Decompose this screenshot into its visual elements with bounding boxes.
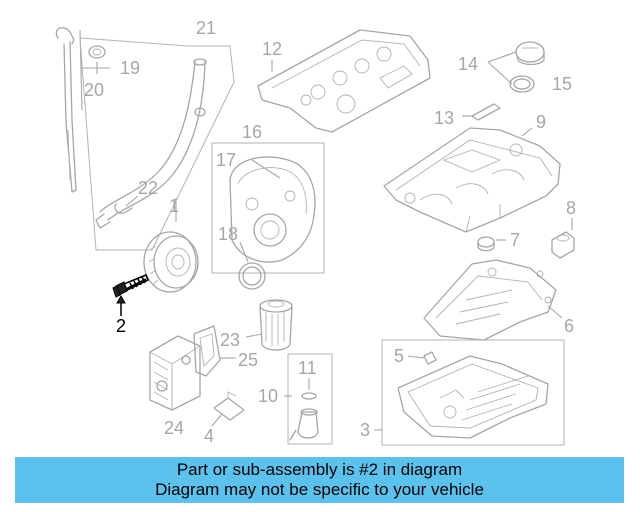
filler-cap-drawing (487, 41, 545, 85)
bracket-drawing (211, 391, 245, 427)
clip-drawing (114, 195, 139, 214)
callout-13: 13 (434, 108, 454, 128)
parts-diagram: 1 2 3 4 5 6 7 8 9 10 11 12 13 14 15 16 1… (55, 18, 576, 446)
callout-7: 7 (510, 230, 520, 250)
pulley-drawing (143, 198, 199, 293)
drain-plug-drawing (407, 351, 437, 365)
callout-14: 14 (458, 54, 478, 74)
callout-5: 5 (394, 346, 404, 366)
callout-21: 21 (196, 18, 216, 38)
timing-seal-drawing (238, 241, 266, 290)
baffle-drawing (423, 259, 563, 341)
cooler-gasket-drawing (193, 325, 236, 377)
callout-16: 16 (242, 122, 262, 142)
callout-23: 23 (220, 330, 240, 350)
bolt-drawing-highlighted (112, 274, 149, 316)
timing-cover-drawing (229, 156, 316, 263)
callout-2: 2 (116, 316, 126, 336)
callout-12: 12 (262, 39, 282, 59)
callout-25: 25 (238, 350, 258, 370)
cap-seal-drawing (509, 75, 535, 93)
guide-tube-drawing (95, 58, 207, 229)
strip-drawing (462, 103, 501, 121)
plug-drawing (477, 236, 506, 252)
valve-cover-drawing (257, 29, 431, 133)
info-banner: Part or sub-assembly is #2 in diagram Di… (15, 457, 624, 503)
lower-oil-pan-drawing (397, 355, 549, 439)
sensor-drawing (284, 378, 319, 441)
callout-17: 17 (216, 150, 236, 170)
callout-8: 8 (566, 198, 576, 218)
callout-9: 9 (536, 112, 546, 132)
callout-3: 3 (360, 420, 370, 440)
dipstick-drawing (55, 27, 83, 193)
callout-15: 15 (552, 74, 572, 94)
oil-filter-drawing (245, 299, 293, 351)
callout-19: 19 (120, 58, 140, 78)
oil-cooler-drawing (149, 335, 201, 411)
callout-1: 1 (169, 196, 179, 216)
callout-4: 4 (204, 426, 214, 446)
callout-18: 18 (218, 224, 238, 244)
banner-line-1: Part or sub-assembly is #2 in diagram (176, 460, 463, 479)
banner-line-2: Diagram may not be specific to your vehi… (155, 480, 484, 499)
callout-11: 11 (298, 358, 317, 378)
callout-6: 6 (564, 316, 574, 336)
callout-20: 20 (84, 80, 104, 100)
upper-oil-pan-drawing (383, 127, 561, 233)
callout-10: 10 (258, 386, 278, 406)
callout-24: 24 (164, 418, 184, 438)
dipstick-seal-drawing (88, 45, 106, 74)
callout-22: 22 (138, 178, 158, 198)
sender-drawing (551, 218, 575, 259)
